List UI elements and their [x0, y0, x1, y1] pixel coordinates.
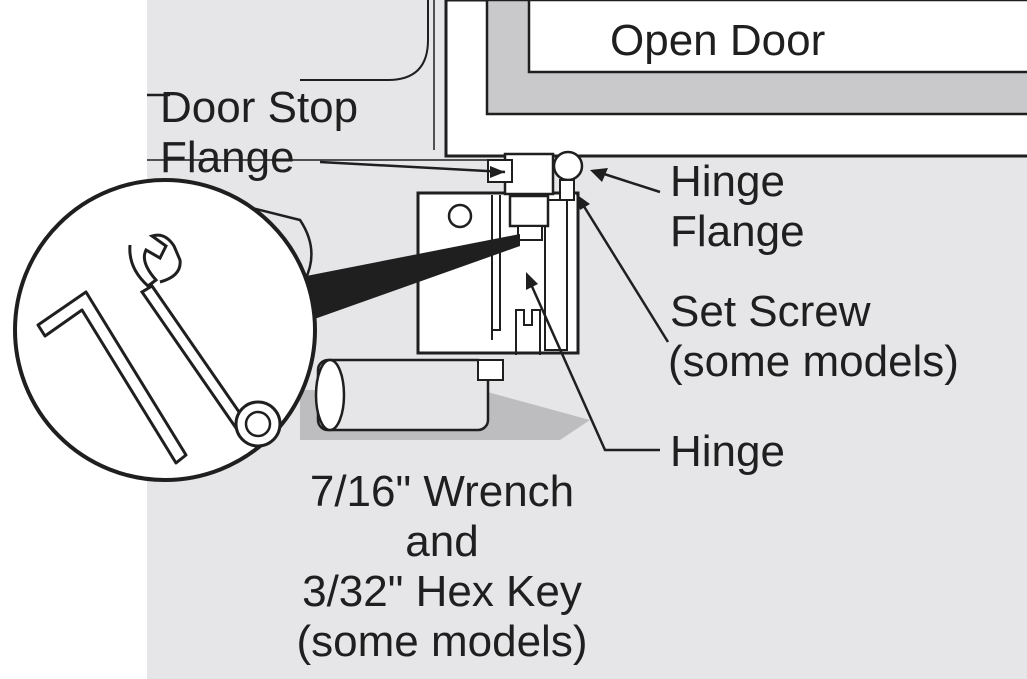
leader-lines — [147, 93, 670, 452]
wrench-icon — [128, 233, 282, 448]
cabinet-curve — [300, 0, 429, 81]
roller — [314, 358, 504, 432]
set-screw-leader — [578, 199, 670, 343]
tools-label-line2: and — [405, 517, 478, 566]
tools-label-line4: (some models) — [297, 617, 588, 666]
hinge-hardware — [487, 150, 584, 241]
hinge-flange-leader — [597, 170, 661, 194]
hinge-flange-label-line2: Flange — [670, 207, 805, 256]
hinge-leader — [528, 281, 660, 452]
door-stop-label-line1: Door Stop — [160, 83, 358, 132]
set-screw-label-line2: (some models) — [668, 337, 959, 386]
set-screw-label-line1: Set Screw — [670, 287, 871, 336]
set-screw-arrow — [576, 194, 590, 210]
hex-key-icon — [36, 290, 188, 465]
tools-label-line3: 3/32" Hex Key — [302, 567, 582, 616]
open-door-label: Open Door — [610, 16, 825, 65]
hinge-label: Hinge — [670, 427, 785, 476]
hinge-flange-label-line1: Hinge — [670, 157, 785, 206]
flange-leader — [319, 160, 506, 174]
hinge-plate — [416, 191, 580, 355]
open-door — [444, 0, 1027, 158]
hinge-flange-arrow — [590, 168, 608, 182]
magnifier-wedge — [296, 234, 520, 322]
tools-magnifier — [13, 178, 317, 482]
door-stop-label-line2: Flange — [160, 133, 295, 182]
flange-leader-arrow — [490, 166, 505, 178]
hinge-arrow — [526, 272, 538, 290]
tools-label-line1: 7/16" Wrench — [310, 467, 574, 516]
